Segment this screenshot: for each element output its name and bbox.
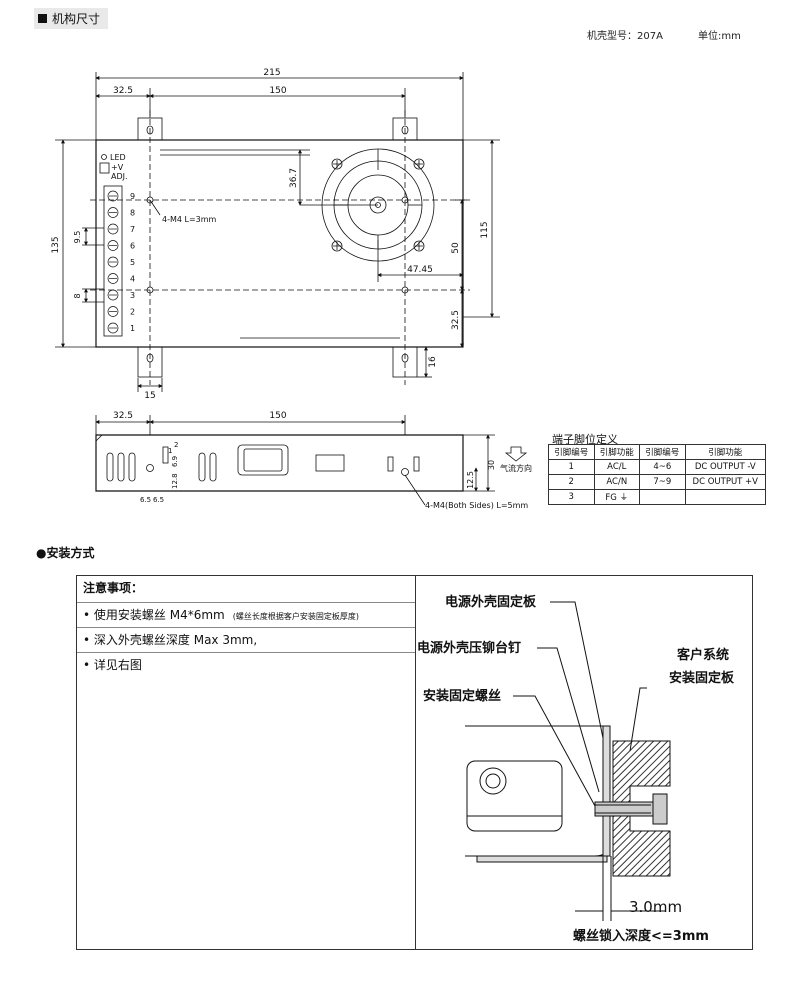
terminal-screw — [107, 223, 119, 235]
terminal-number: 7 — [130, 225, 135, 234]
dim-fan-horizontal: 47.45 — [407, 265, 433, 275]
pin-cell: DC OUTPUT -V — [684, 459, 767, 475]
terminal-number: 8 — [130, 209, 135, 218]
label-depth-note: 螺丝锁入深度<=3mm — [573, 928, 709, 944]
pin-cell — [684, 489, 767, 505]
side-screw-note: 4-M4(Both Sides) L=5mm — [425, 501, 528, 510]
airflow-label: 气流方向 — [500, 463, 532, 473]
list-item: • 深入外壳螺丝深度 Max 3mm, — [77, 628, 415, 653]
side-view-drawing: 32.5 150 30 12.5 2 1 6.9 12.8 6.5 6.5 4-… — [95, 411, 532, 510]
pin-cell — [639, 489, 686, 505]
label-rivet: 电源外壳压铆台钉 — [417, 640, 521, 656]
side-dim-hole-spacing: 150 — [269, 411, 286, 421]
unit-label: 单位:mm — [698, 31, 741, 42]
side-dim-slot-b: 1 — [168, 447, 172, 455]
terminal-number: 2 — [130, 308, 135, 317]
notes-header: 注意事项： — [77, 576, 415, 603]
side-dim-slot-a: 2 — [174, 441, 178, 449]
table-row: 1 AC/L 4~6 DC OUTPUT -V — [548, 459, 767, 475]
terminal-number: 5 — [130, 258, 135, 267]
terminal-screw — [107, 190, 119, 202]
square-bullet-icon — [38, 14, 47, 23]
pin-cell: AC/N — [593, 474, 641, 490]
terminal-number: 6 — [130, 242, 135, 251]
section-title-dimensions: 机构尺寸 — [34, 8, 109, 29]
terminal-number: 1 — [130, 324, 135, 333]
terminal-screw — [107, 240, 119, 251]
terminal-screw — [107, 306, 119, 317]
pin-cell: 3 — [548, 489, 595, 505]
dim-overall-width: 215 — [263, 68, 280, 78]
list-item: • 使用安装螺丝 M4*6mm(螺丝长度根据客户安装固定板厚度) — [77, 603, 415, 628]
terminal-number: 4 — [130, 275, 135, 284]
pin-header-cell: 引脚编号 — [548, 444, 595, 460]
label-customer-1: 客户系统 — [677, 647, 729, 663]
pin-cell: 7~9 — [639, 474, 686, 490]
dim-tab-height: 16 — [428, 356, 438, 368]
side-dim-pitch-a: 6.5 — [140, 496, 151, 504]
dim-left-offset: 32.5 — [113, 86, 133, 96]
install-box: 注意事项： • 使用安装螺丝 M4*6mm(螺丝长度根据客户安装固定板厚度) •… — [76, 575, 753, 950]
terminal-screw — [107, 256, 119, 268]
dim-inner-height: 115 — [480, 221, 490, 238]
terminal-screw — [107, 289, 119, 301]
side-dim-height: 30 — [487, 460, 496, 470]
pin-cell: FG ⏚ — [593, 489, 641, 505]
side-dim-slot-c: 6.9 — [171, 456, 179, 467]
adj-plus-label: +V — [111, 163, 124, 172]
terminal-number: 3 — [130, 291, 135, 300]
dim-hole-spacing: 150 — [269, 86, 286, 96]
case-model: 机壳型号：207A — [587, 31, 663, 42]
dim-fan-vertical: 50 — [451, 242, 461, 254]
side-dim-left-offset: 32.5 — [113, 411, 133, 421]
dim-height: 135 — [51, 236, 61, 253]
dim-fan-offset: 36.7 — [289, 168, 299, 188]
top-screw-note: 4-M4 L=3mm — [162, 215, 217, 224]
terminal-number: 9 — [130, 192, 135, 201]
terminal-screw — [107, 207, 119, 218]
dim-tab-width: 15 — [144, 391, 155, 401]
pin-cell: 2 — [548, 474, 595, 490]
terminal-screw — [107, 273, 119, 284]
dim-terminal-gap: 8 — [73, 293, 82, 298]
side-dim-hole-height: 12.5 — [466, 471, 475, 489]
label-depth-value: 3.0mm — [629, 898, 682, 916]
pin-cell: DC OUTPUT +V — [684, 474, 767, 490]
dim-bottom-offset: 32.5 — [451, 310, 461, 330]
pin-header-cell: 引脚功能 — [684, 444, 767, 460]
dim-terminal-pitch: 9.5 — [73, 231, 82, 244]
adj-label: ADJ. — [111, 172, 128, 181]
list-item: • 详见右图 — [83, 658, 142, 672]
label-screw: 安装固定螺丝 — [423, 688, 501, 704]
pin-table-title: 端子脚位定义 — [552, 433, 618, 446]
top-view-drawing: 215 32.5 150 135 115 50 32.5 36.7 47.45 … — [51, 68, 500, 401]
pin-cell: AC/L — [593, 459, 641, 475]
side-dim-pitch-b: 6.5 — [153, 496, 164, 504]
pin-table-header: 引脚编号 引脚功能 引脚编号 引脚功能 — [548, 444, 767, 460]
pin-cell: 4~6 — [639, 459, 686, 475]
bullet-dot-icon: ● — [36, 546, 47, 560]
table-row: 2 AC/N 7~9 DC OUTPUT +V — [548, 474, 767, 490]
label-customer-2: 安装固定板 — [669, 670, 735, 686]
led-label: LED — [110, 153, 126, 162]
install-diagram: 电源外壳固定板 电源外壳压铆台钉 客户系统 安装固定板 安装固定螺丝 3.0mm… — [417, 594, 735, 944]
pin-header-cell: 引脚功能 — [593, 444, 641, 460]
pin-table: 引脚编号 引脚功能 引脚编号 引脚功能 1 AC/L 4~6 DC OUTPUT… — [548, 444, 767, 505]
section-title-install: ●安装方式 — [36, 546, 95, 560]
label-panel: 电源外壳固定板 — [445, 594, 537, 610]
terminal-screw — [107, 322, 119, 334]
notes-panel: 注意事项： • 使用安装螺丝 M4*6mm(螺丝长度根据客户安装固定板厚度) •… — [77, 576, 416, 949]
pin-header-cell: 引脚编号 — [639, 444, 686, 460]
table-row: 3 FG ⏚ — [548, 489, 767, 505]
pin-cell: 1 — [548, 459, 595, 475]
side-dim-slot-d: 12.8 — [171, 473, 179, 489]
